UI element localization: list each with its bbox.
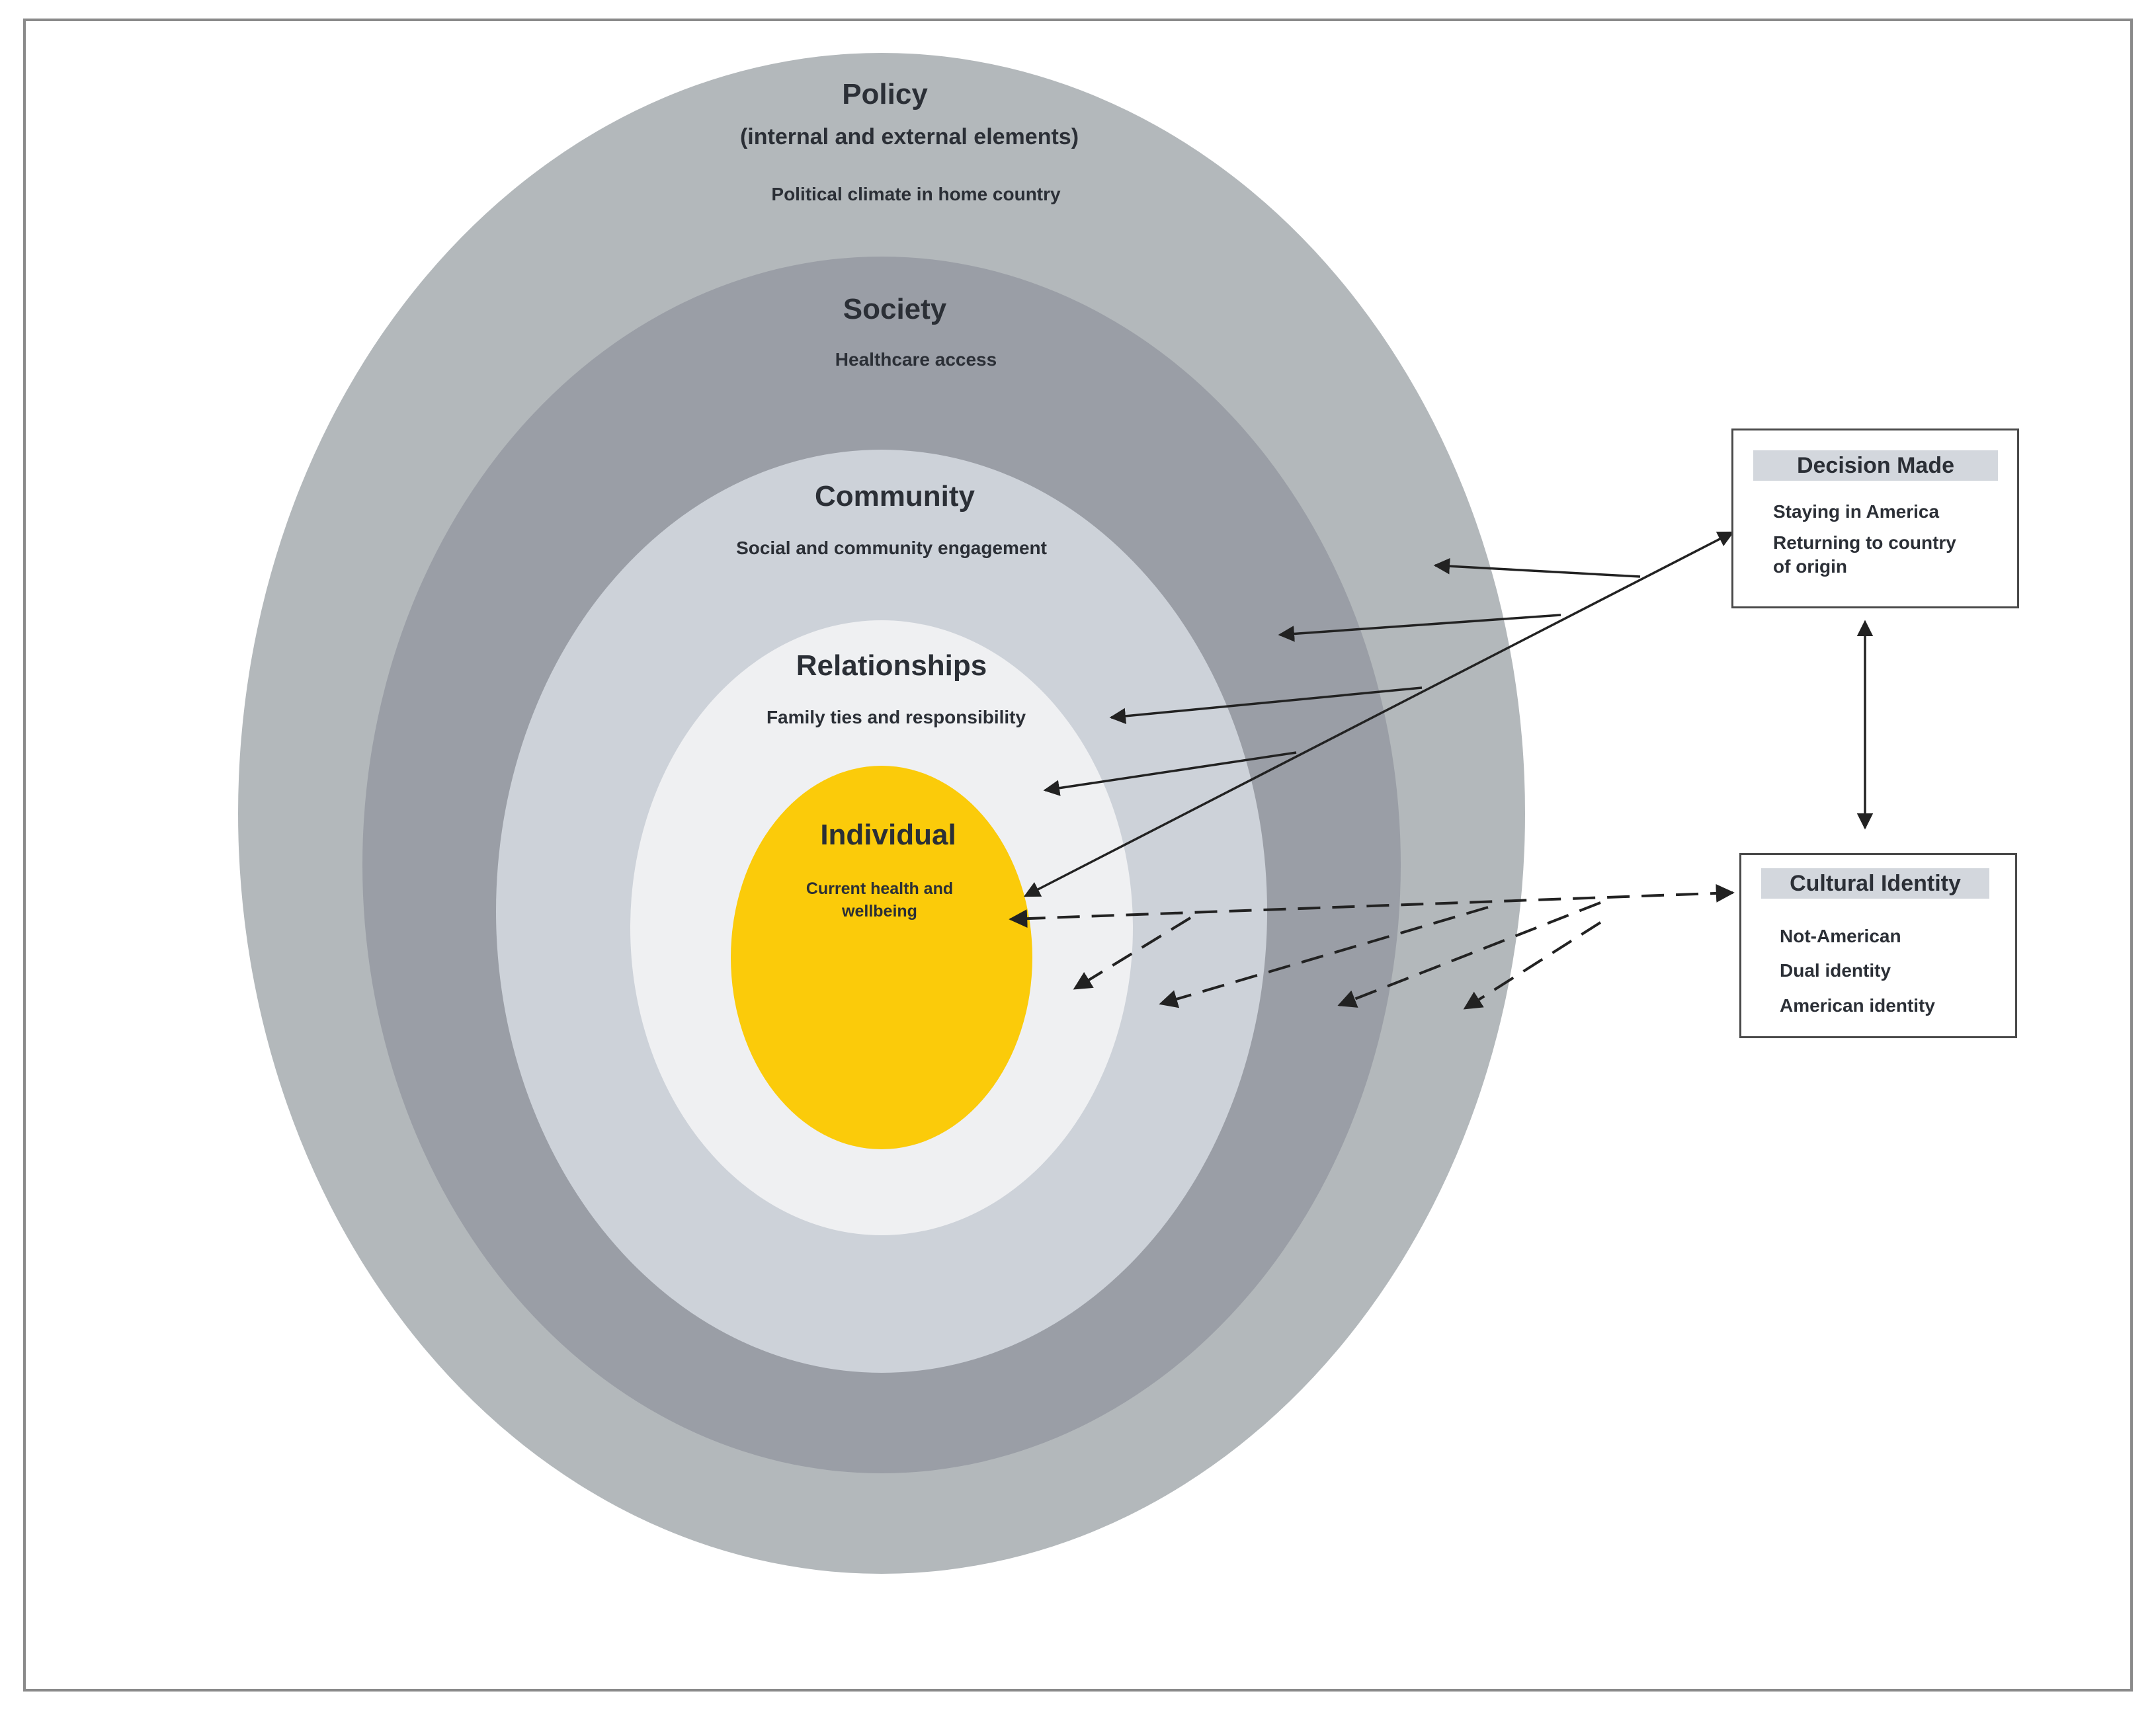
individual-detail-line2: wellbeing [842, 902, 917, 920]
decision-community-arrow [1109, 686, 1423, 725]
relationships-title: Relationships [796, 649, 987, 682]
community-detail: Social and community engagement [736, 538, 1047, 558]
cultural-identity-box: Cultural Identity Not-American Dual iden… [1739, 853, 2017, 1038]
decision-item: Staying in America [1773, 501, 1940, 522]
identity-community-arrow [1159, 906, 1489, 1008]
decision-arrows [1023, 531, 1735, 897]
decision-item: of origin [1773, 556, 1847, 577]
society-detail: Healthcare access [835, 349, 997, 370]
society-title: Society [843, 293, 947, 325]
individual-title: Individual [820, 819, 956, 851]
identity-item: Not-American [1780, 926, 1901, 946]
individual-core-ellipse [731, 766, 1032, 1149]
identity-item: American identity [1780, 995, 1935, 1016]
decision-society-arrow [1278, 614, 1561, 642]
identity-relationships-arrow [1073, 917, 1192, 990]
decision-item: Returning to country [1773, 532, 1956, 553]
decision-relationships-arrow [1043, 751, 1297, 796]
identity-individual-arrow [1009, 883, 1735, 928]
identity-item: Dual identity [1780, 960, 1891, 981]
individual-detail-line1: Current health and [806, 879, 954, 898]
identity-society-arrow [1337, 901, 1601, 1008]
decision-box: Decision Made Staying in America Returni… [1731, 428, 2019, 608]
decision-box-title: Decision Made [1753, 450, 1998, 481]
policy-detail: Political climate in home country [771, 184, 1061, 204]
relationships-detail: Family ties and responsibility [766, 707, 1026, 727]
community-title: Community [815, 480, 975, 512]
policy-subtitle: (internal and external elements) [739, 124, 1079, 149]
policy-title: Policy [842, 78, 928, 110]
identity-policy-arrow [1463, 921, 1602, 1010]
identity-arrows [1009, 883, 1735, 1010]
cultural-identity-title: Cultural Identity [1761, 868, 1989, 899]
figure-frame [23, 19, 2133, 1692]
decision-policy-arrow [1433, 557, 1641, 578]
decision-individual-arrow [1023, 531, 1735, 897]
